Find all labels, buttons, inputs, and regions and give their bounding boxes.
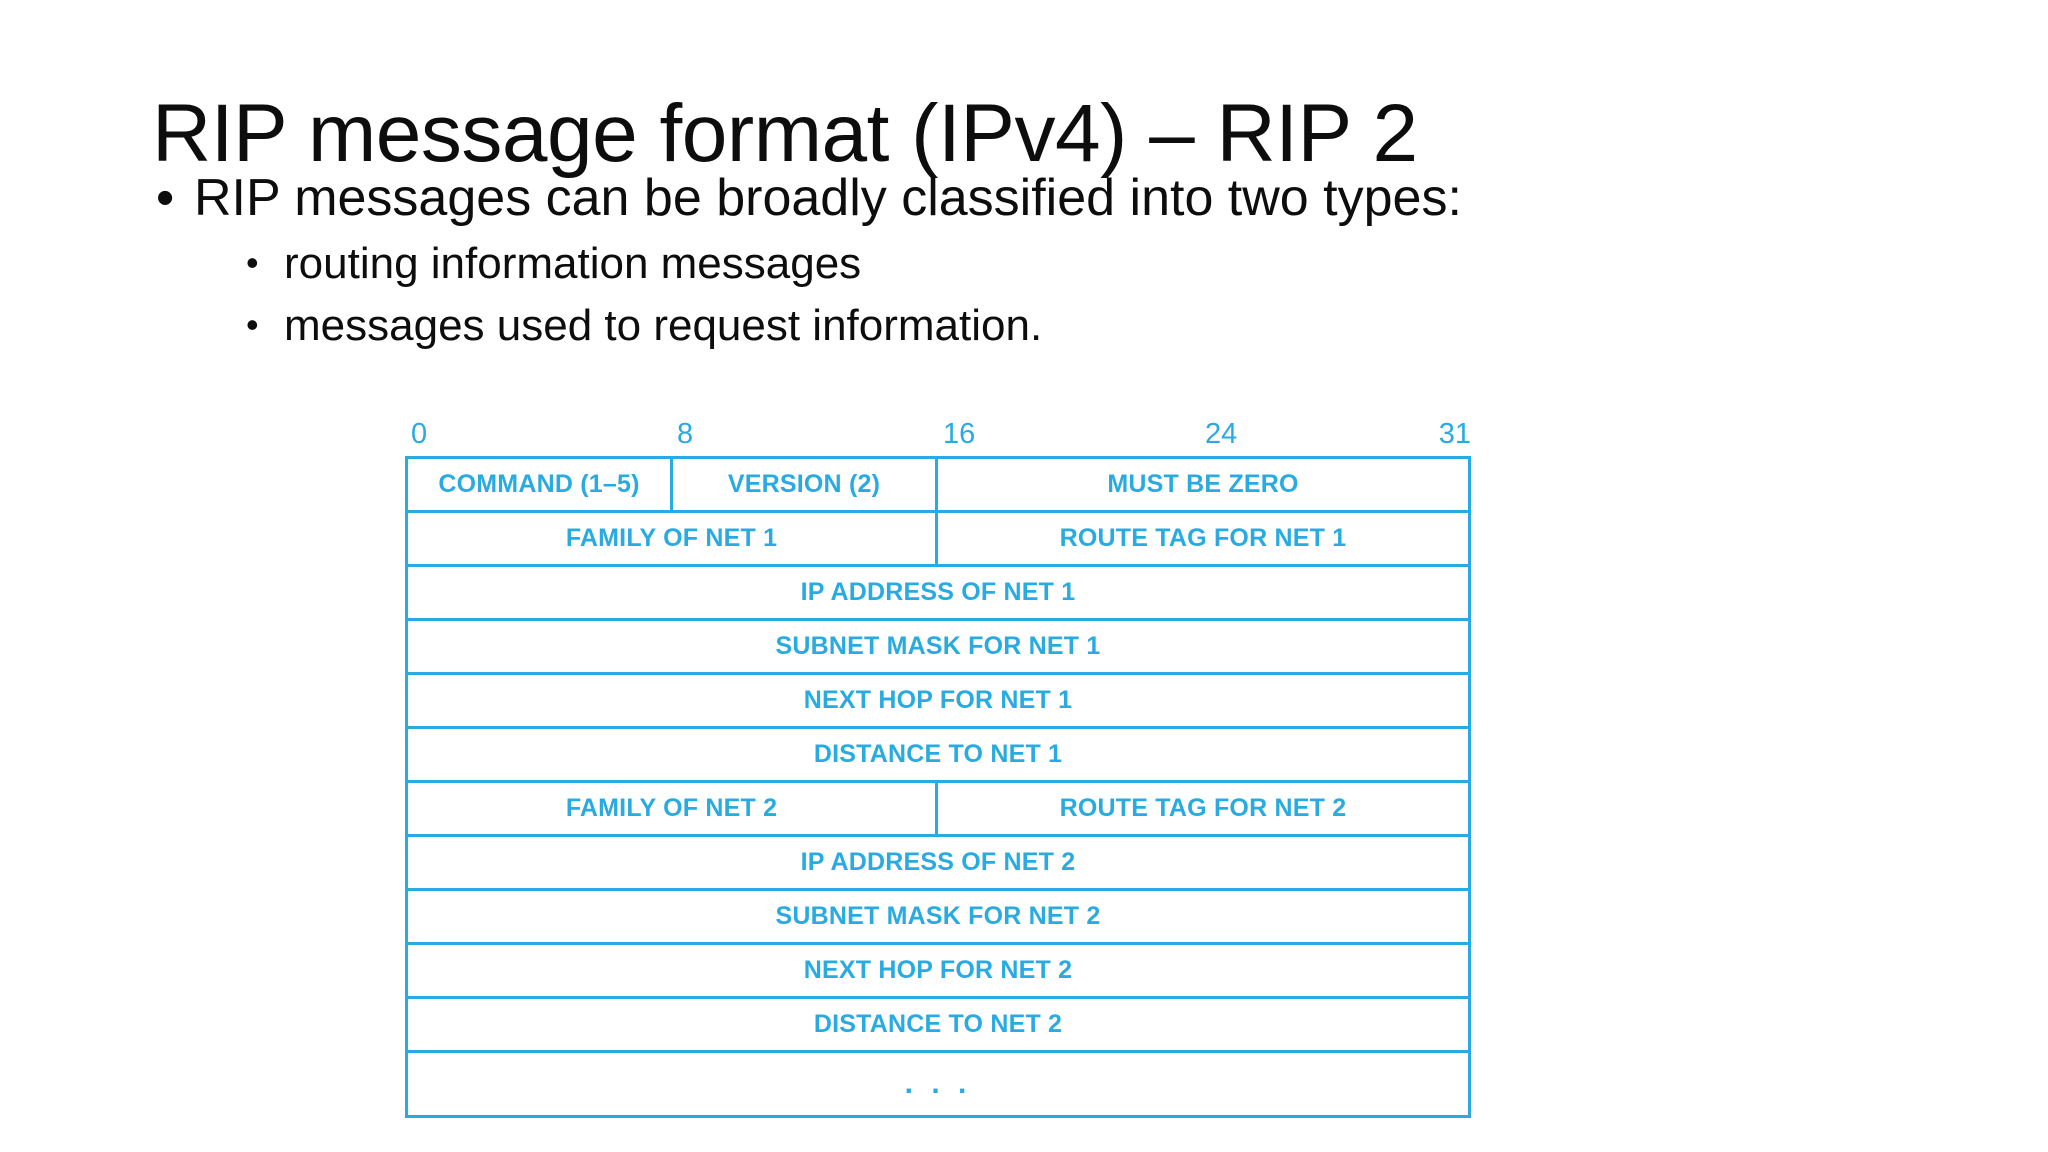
packet-field-cell: COMMAND (1–5) [408,459,673,510]
bullet-marker-icon: • [246,304,259,346]
bullet-text: routing information messages [284,239,862,289]
packet-row: IP ADDRESS OF NET 1 [408,567,1468,621]
page-title: RIP message format (IPv4) – RIP 2 [152,87,1418,179]
packet-continuation-cell: . . . [904,1067,972,1100]
packet-field-cell: MUST BE ZERO [1107,470,1299,498]
packet-row: DISTANCE TO NET 2 [408,999,1468,1053]
packet-field-cell: VERSION (2) [673,459,938,510]
bit-tick-16: 16 [943,418,976,450]
bullet-list: • RIP messages can be broadly classified… [148,168,1948,353]
packet-row: DISTANCE TO NET 1 [408,729,1468,783]
packet-field-cell: NEXT HOP FOR NET 2 [803,956,1073,984]
packet-field-cell: SUBNET MASK FOR NET 2 [775,902,1101,930]
packet-row: SUBNET MASK FOR NET 1 [408,621,1468,675]
packet-row: FAMILY OF NET 1 ROUTE TAG FOR NET 1 [408,513,1468,567]
packet-field-table: COMMAND (1–5)VERSION (2) MUST BE ZERO FAMI… [405,456,1471,1118]
bit-tick-8: 8 [677,418,694,450]
bullet-text: messages used to request information. [284,301,1043,351]
bullet-item-primary: • RIP messages can be broadly classified… [148,168,1948,229]
packet-row: NEXT HOP FOR NET 1 [408,675,1468,729]
packet-field-cell: FAMILY OF NET 1 [408,513,938,564]
bit-tick-24: 24 [1205,418,1238,450]
bit-offset-ruler: 0 8 16 24 31 [405,420,1471,456]
packet-field-cell: DISTANCE TO NET 1 [813,740,1063,768]
bullet-item-sub-2: • messages used to request information. [148,299,1948,353]
bit-tick-0: 0 [411,418,428,450]
packet-row: IP ADDRESS OF NET 2 [408,837,1468,891]
packet-field-cell: IP ADDRESS OF NET 1 [800,578,1076,606]
bullet-item-sub-1: • routing information messages [148,237,1948,291]
bit-tick-31: 31 [1438,418,1471,450]
bullet-text: RIP messages can be broadly classified i… [194,169,1462,227]
packet-field-cell: ROUTE TAG FOR NET 2 [1059,794,1347,822]
packet-field-cell: IP ADDRESS OF NET 2 [800,848,1076,876]
packet-row: COMMAND (1–5)VERSION (2) MUST BE ZERO [408,459,1468,513]
rip2-packet-diagram: 0 8 16 24 31 COMMAND (1–5)VERSION (2) MUS… [405,420,1471,1118]
packet-field-cell: FAMILY OF NET 2 [408,783,938,834]
bullet-marker-icon: • [156,169,175,227]
bullet-marker-icon: • [246,242,259,284]
packet-row: SUBNET MASK FOR NET 2 [408,891,1468,945]
packet-field-cell: DISTANCE TO NET 2 [813,1010,1063,1038]
packet-field-cell: NEXT HOP FOR NET 1 [803,686,1073,714]
packet-field-cell: SUBNET MASK FOR NET 1 [775,632,1101,660]
packet-row: . . . [408,1053,1468,1115]
packet-row: FAMILY OF NET 2 ROUTE TAG FOR NET 2 [408,783,1468,837]
packet-row: NEXT HOP FOR NET 2 [408,945,1468,999]
packet-field-cell: ROUTE TAG FOR NET 1 [1059,524,1347,552]
